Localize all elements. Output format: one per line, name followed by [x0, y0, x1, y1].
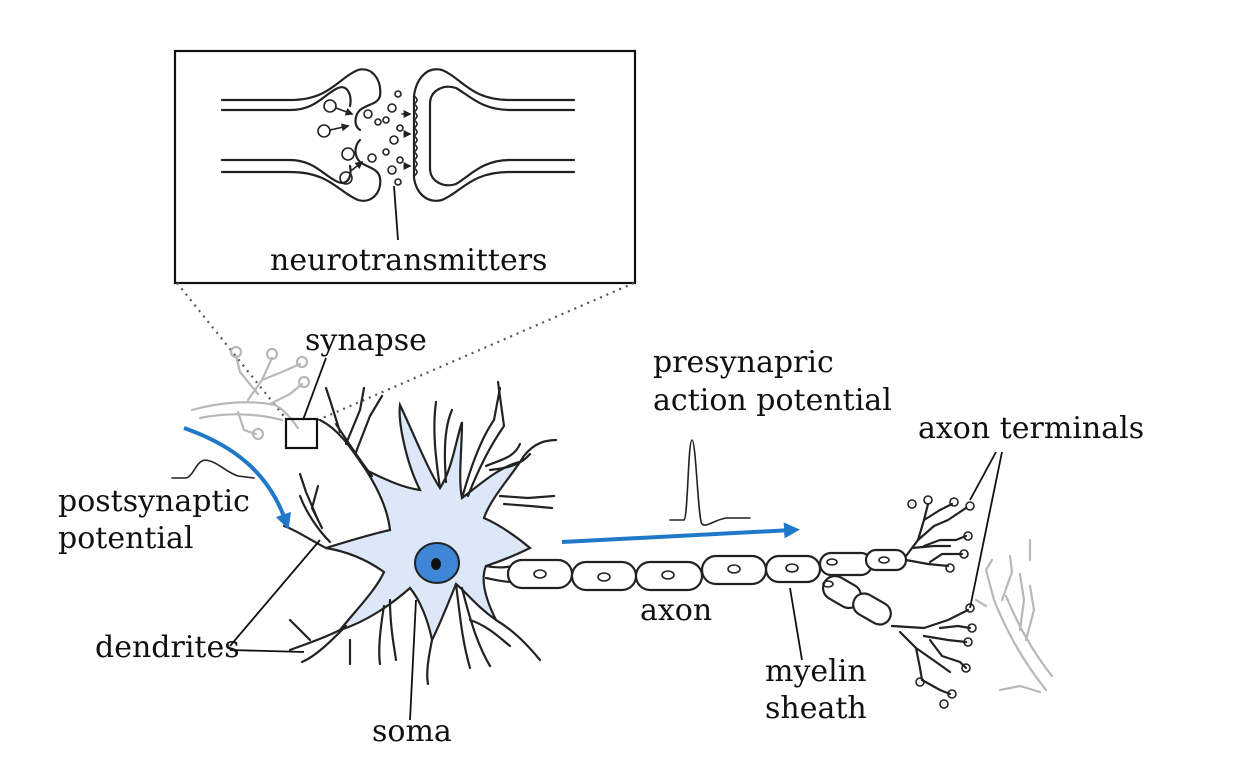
myelin-sheath	[506, 548, 908, 626]
axon-label: axon	[640, 593, 712, 628]
synapse-highlight-box	[284, 417, 319, 450]
synapse-label: synapse	[305, 323, 427, 358]
axon	[484, 548, 908, 626]
presynaptic-label-line2: action potential	[653, 383, 892, 418]
presynaptic-neuron-faded	[190, 345, 311, 441]
dendrites-label: dendrites	[95, 630, 240, 665]
postsynaptic-arrow	[183, 426, 291, 530]
synapse-inset: neurotransmitters	[173, 49, 637, 285]
soma-body	[325, 401, 532, 644]
nucleolus	[431, 558, 441, 570]
release-arrows	[329, 107, 412, 171]
soma-label: soma	[372, 714, 452, 749]
presynaptic-terminal	[220, 68, 382, 202]
leader-lines	[229, 451, 1003, 721]
postsynaptic-trace	[171, 459, 255, 479]
postsynaptic-neuron-faded	[974, 538, 1054, 694]
synaptic-vesicles	[317, 99, 382, 185]
neurotransmitters-label: neurotransmitters	[270, 243, 547, 278]
axon-terminals-label: axon terminals	[918, 411, 1144, 446]
neurotransmitters-leader	[393, 185, 399, 241]
myelin-label-line1: myelin	[765, 654, 867, 689]
neurotransmitter-molecules	[382, 90, 404, 186]
postsynaptic-terminal	[412, 68, 576, 202]
presynaptic-label-line1: presynapric	[653, 345, 834, 380]
soma	[325, 401, 532, 644]
synapse-leader	[302, 357, 327, 421]
postsynaptic-label-line2: potential	[58, 521, 194, 556]
postsynaptic-label-line1: postsynaptic	[58, 484, 250, 519]
dendrites	[282, 380, 558, 686]
propagation-arrow	[561, 522, 800, 544]
zoom-lines	[176, 281, 635, 422]
presynaptic-spike-trace	[669, 439, 751, 526]
axon-terminals	[890, 495, 977, 709]
myelin-label-line2: sheath	[765, 691, 867, 726]
